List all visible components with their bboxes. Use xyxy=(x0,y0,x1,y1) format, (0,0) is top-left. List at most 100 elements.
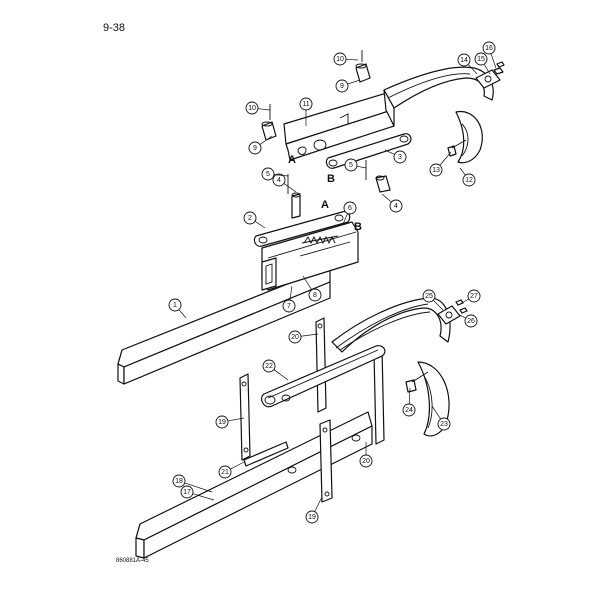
callout-number: 10 xyxy=(336,56,344,63)
callout-bubble xyxy=(429,163,443,177)
upright-20-right xyxy=(373,347,385,445)
main-beam-upper xyxy=(117,266,331,385)
callout-19: 19 xyxy=(305,496,323,524)
callout-19: 19 xyxy=(215,415,245,429)
clamp-hardware-lower xyxy=(437,299,468,325)
callout-10: 10 xyxy=(333,52,359,66)
callout-number: 5 xyxy=(266,171,270,178)
callout-leader xyxy=(314,496,323,512)
callout-number: 13 xyxy=(432,167,440,174)
callout-leader xyxy=(356,165,367,169)
callout-leader xyxy=(408,387,411,405)
callout-bubble xyxy=(464,314,478,328)
callout-leader xyxy=(345,58,359,61)
callout-number: 11 xyxy=(302,101,309,108)
callout-number: 19 xyxy=(308,514,316,521)
callout-bubble xyxy=(389,199,403,213)
callout-20: 20 xyxy=(359,442,373,468)
callout-number: 20 xyxy=(362,458,370,465)
callout-leader xyxy=(273,174,289,177)
callout-number: 15 xyxy=(477,56,485,63)
clamp-hardware-upper xyxy=(475,61,505,89)
callout-leader xyxy=(490,53,497,69)
callout-bubble xyxy=(467,289,481,303)
callout-number: 22 xyxy=(265,363,273,370)
callout-leader xyxy=(439,151,452,166)
bracket-11 xyxy=(283,91,395,161)
callout-leader xyxy=(178,309,187,319)
pins-upper xyxy=(261,50,371,141)
callout-bubble xyxy=(262,359,276,373)
spring xyxy=(301,235,339,245)
callout-leader xyxy=(259,135,273,145)
callout-leader xyxy=(230,461,245,470)
callout-5: 5 xyxy=(261,167,289,181)
callout-leader xyxy=(257,108,271,111)
callout-leader xyxy=(431,405,441,420)
callout-2: 2 xyxy=(243,211,266,229)
upper-assembly xyxy=(117,50,505,385)
callout-18: 18 xyxy=(172,474,213,493)
main-beam-lower xyxy=(135,411,373,559)
callout-16: 16 xyxy=(482,41,497,69)
callout-bubble xyxy=(288,330,302,344)
callout-bubble xyxy=(215,415,229,429)
callout-leader xyxy=(342,213,348,225)
callout-number: 18 xyxy=(175,478,183,485)
callout-leader xyxy=(467,64,478,75)
callout-27: 27 xyxy=(459,289,481,305)
callout-bubble xyxy=(305,510,319,524)
callout-bubble xyxy=(437,417,451,431)
callout-number: 5 xyxy=(349,162,353,169)
callout-1: 1 xyxy=(168,298,187,319)
alignment-marker-a: A xyxy=(321,199,329,211)
page-number: 9-38 xyxy=(103,22,126,34)
callout-bubble xyxy=(172,474,186,488)
callout-bubble xyxy=(168,298,182,312)
callout-bubble xyxy=(462,173,476,187)
clamp-body xyxy=(261,221,359,291)
callout-leader xyxy=(227,417,245,422)
callout-bubble xyxy=(243,211,257,225)
callout-bubble xyxy=(359,454,373,468)
callout-number: 14 xyxy=(460,57,468,64)
callout-bubble xyxy=(248,141,262,155)
callout-number: 9 xyxy=(253,145,257,152)
callout-number: 24 xyxy=(405,407,413,414)
callout-bubble xyxy=(261,167,275,181)
sweep-blade-lower xyxy=(417,361,450,437)
callout-13: 13 xyxy=(429,151,452,177)
callout-bubble xyxy=(180,485,194,499)
callout-number: 3 xyxy=(398,154,402,161)
upright-19-right xyxy=(319,419,333,503)
sweep-blade-upper xyxy=(455,110,483,164)
bolt-24 xyxy=(405,371,429,393)
alignment-marker-b: B xyxy=(354,221,362,233)
figure-id: 860881A-45 xyxy=(116,558,149,564)
callout-number: 10 xyxy=(248,105,256,112)
callout-leader xyxy=(457,313,466,319)
callout-leader xyxy=(432,299,444,311)
callout-21: 21 xyxy=(218,461,245,479)
callout-leader xyxy=(347,79,361,85)
callout-8: 8 xyxy=(302,275,322,302)
callout-24: 24 xyxy=(402,387,416,417)
callout-bubble xyxy=(299,97,313,111)
callout-leader xyxy=(289,285,293,301)
callout-bubble xyxy=(344,158,358,172)
callout-bubble xyxy=(308,288,322,302)
callout-12: 12 xyxy=(459,167,476,187)
alignment-marker-b: B xyxy=(327,173,335,185)
callout-number: 27 xyxy=(470,293,478,300)
callout-number: 4 xyxy=(394,203,398,210)
alignment-marker-a: A xyxy=(288,154,296,166)
callout-number: 19 xyxy=(218,419,226,426)
marker-layer: A B A B xyxy=(288,154,362,233)
callout-number: 4 xyxy=(277,177,281,184)
callout-number: 23 xyxy=(440,421,448,428)
callout-9: 9 xyxy=(335,79,361,93)
callout-bubble xyxy=(245,101,259,115)
